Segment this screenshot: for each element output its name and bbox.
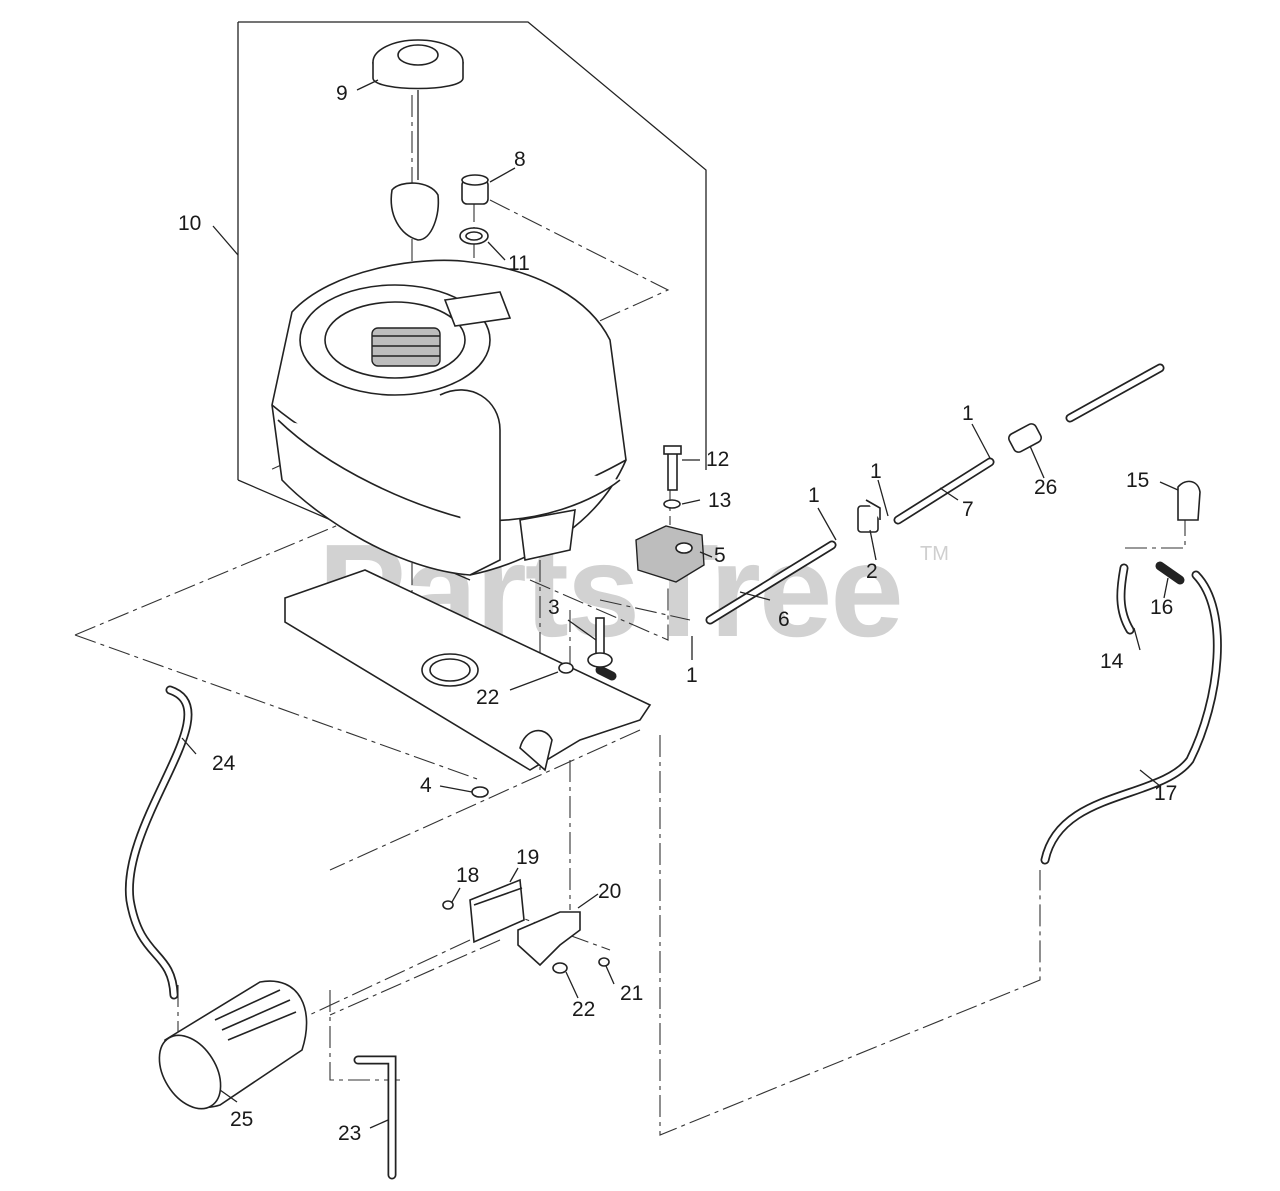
callout-labels: 1 1 1 1 1 2 3 4 5 6 7 8 9 10 11 12 13 14…: [178, 82, 1177, 1145]
nut: [471, 662, 574, 974]
callout-3: 3: [548, 596, 560, 619]
trademark-mark: TM: [920, 543, 949, 565]
grommet: [459, 227, 489, 245]
callout-20: 20: [598, 880, 621, 903]
callout-23: 23: [338, 1122, 361, 1145]
callout-1: 1: [870, 460, 882, 483]
callout-4: 4: [420, 774, 432, 797]
charcoal-canister: [158, 980, 308, 1110]
callout-8: 8: [514, 148, 526, 171]
callout-5: 5: [714, 544, 726, 567]
callout-24: 24: [212, 752, 236, 775]
callout-9: 9: [336, 82, 348, 105]
callout-11: 11: [508, 252, 530, 275]
callout-18: 18: [456, 864, 479, 887]
callout-17: 17: [1154, 782, 1177, 805]
mounting-bracket: [517, 911, 581, 967]
callout-21: 21: [620, 982, 643, 1005]
callout-26: 26: [1034, 476, 1057, 499]
fuel-tank: [271, 259, 627, 576]
callout-15: 15: [1126, 469, 1149, 492]
fuel-cap: [372, 39, 464, 241]
callout-7: 7: [962, 498, 974, 521]
callout-6: 6: [778, 608, 790, 631]
callout-1: 1: [808, 484, 820, 507]
tank-fitting: [587, 617, 613, 668]
bolt: [663, 445, 682, 491]
tank-mounting-plate: [284, 569, 652, 772]
callout-14: 14: [1100, 650, 1124, 673]
callout-leaders: [181, 79, 1179, 1129]
callout-12: 12: [706, 448, 729, 471]
callout-1: 1: [686, 664, 698, 687]
inline-fuel-filter: [1008, 423, 1042, 453]
washer: [663, 499, 681, 509]
callout-19: 19: [516, 846, 539, 869]
callout-22: 22: [476, 686, 499, 709]
callout-25: 25: [230, 1108, 253, 1131]
callout-10: 10: [178, 212, 201, 235]
vent-valve: [461, 174, 489, 205]
screw: [442, 900, 610, 967]
callout-1: 1: [962, 402, 974, 425]
shutoff-valve: [857, 499, 881, 533]
vent-fitting: [1177, 480, 1201, 521]
canister-bracket: [469, 878, 525, 944]
callout-13: 13: [708, 489, 731, 512]
callout-2: 2: [866, 560, 878, 583]
callout-22: 22: [572, 998, 595, 1021]
bumper-block: [635, 525, 705, 583]
callout-16: 16: [1150, 596, 1173, 619]
